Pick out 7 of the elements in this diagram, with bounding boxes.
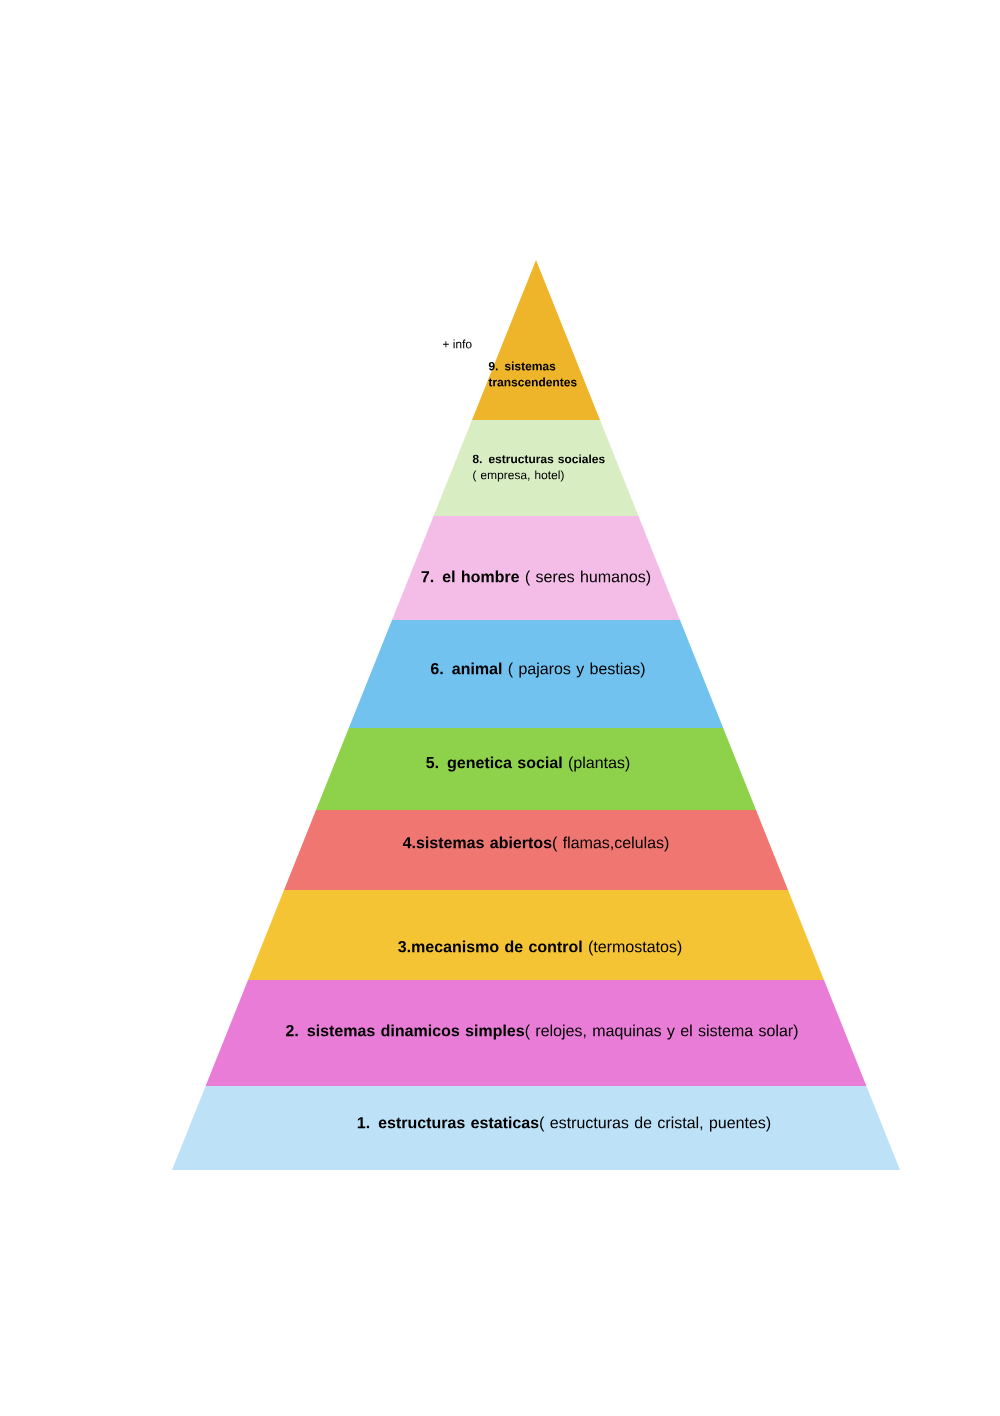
pyramid-level: 4.sistemas abiertos( flamas,celulas)	[284, 810, 788, 890]
pyramid-level: 7. el hombre ( seres humanos)	[392, 516, 680, 620]
pyramid-level: 5. genetica social (plantas)	[316, 728, 756, 810]
pyramid-level: 2. sistemas dinamicos simples( relojes, maquinas y el sistema solar)	[205, 980, 867, 1086]
pyramid-level: 3.mecanismo de control (termostatos)	[248, 890, 824, 980]
pyramid-level: 6. animal ( pajaros y bestias)	[348, 620, 724, 728]
pyramid-level: 1. estructuras estaticas( estructuras de cristal, puentes)	[172, 1086, 900, 1170]
